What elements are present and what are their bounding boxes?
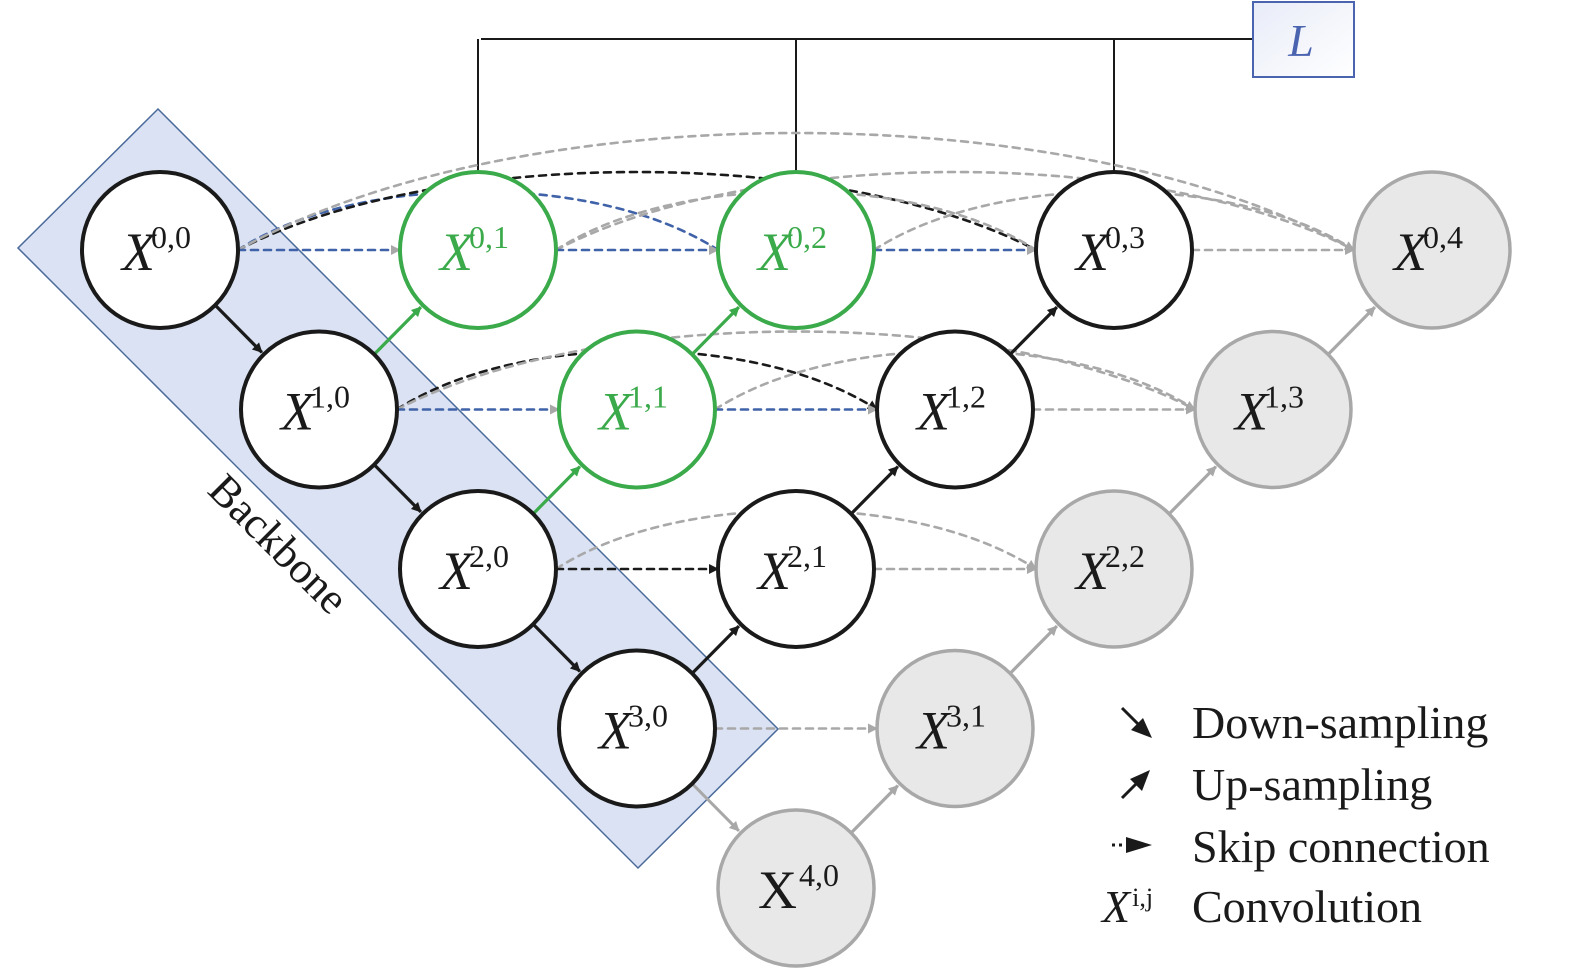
node-label: X0,2 <box>756 219 827 282</box>
node-circle <box>716 808 876 968</box>
legend-label-skip-connection: Skip connection <box>1192 821 1490 872</box>
node-x03: X0,3 <box>1034 170 1194 330</box>
skip-arrow-icon <box>1112 837 1152 853</box>
up-arrow-icon <box>1120 770 1150 800</box>
node-circle <box>1034 489 1194 649</box>
down-sampling-x30-x40 <box>691 782 740 832</box>
up-sampling-x11-x02 <box>691 306 740 356</box>
sampling-arrows <box>214 304 1376 834</box>
skip-connection-x10-x13 <box>395 330 1197 411</box>
node-circle <box>875 329 1035 490</box>
node-x04: X0,4 <box>1352 170 1512 330</box>
node-circle <box>80 170 240 330</box>
legend-item-skip-connection: Skip connection <box>1112 821 1490 872</box>
up-sampling-x10-x01 <box>373 306 422 356</box>
node-label: X0,3 <box>1074 219 1145 282</box>
node-circle <box>1352 170 1512 330</box>
up-sampling-x22-x13 <box>1168 465 1217 515</box>
loss-label: L <box>1287 15 1314 66</box>
node-x30: X3,0 <box>557 648 717 809</box>
node-label: X2,1 <box>756 538 827 601</box>
node-x01: X0,1 <box>398 170 558 330</box>
up-sampling-x31-x22 <box>1009 625 1058 675</box>
legend-item-convolution: Xi,j Convolution <box>1100 881 1422 932</box>
node-x11: X1,1 <box>557 329 717 490</box>
loss-group: L <box>477 1 1355 172</box>
legend-label-convolution: Convolution <box>1192 881 1422 932</box>
node-label: X2,0 <box>438 538 509 601</box>
node-x00: X0,0 <box>80 170 240 330</box>
node-circle <box>1034 170 1194 330</box>
up-sampling-x21-x12 <box>850 465 899 515</box>
node-label: X0,4 <box>1392 219 1463 282</box>
node-circle <box>716 170 876 330</box>
skip-connection-x01-x04 <box>554 170 1356 252</box>
node-circle <box>716 489 876 649</box>
node-label: X1,0 <box>279 379 350 442</box>
loss-box <box>1252 1 1355 78</box>
node-label: X0,1 <box>438 219 509 282</box>
legend: Down-sampling Up-sampling Skip connectio… <box>1100 697 1490 932</box>
legend-item-up-sampling: Up-sampling <box>1120 759 1432 810</box>
node-label: X3,0 <box>597 698 668 761</box>
node-label: X1,1 <box>597 379 668 442</box>
node-x20: X2,0 <box>398 489 558 649</box>
node-circle <box>557 329 717 490</box>
up-sampling-x13-x04 <box>1327 306 1376 356</box>
up-sampling-x12-x03 <box>1009 306 1058 356</box>
legend-item-down-sampling: Down-sampling <box>1120 697 1488 748</box>
node-label: X1,3 <box>1233 379 1304 442</box>
skip-connection-x00-x03 <box>236 170 1038 252</box>
skip-connection-x00-x04 <box>236 131 1356 252</box>
node-x10: X1,0 <box>239 329 399 490</box>
node-x12: X1,2 <box>875 329 1035 490</box>
down-sampling-x00-x10 <box>214 304 263 354</box>
legend-label-down-sampling: Down-sampling <box>1192 697 1488 748</box>
node-x22: X2,2 <box>1034 489 1194 649</box>
node-label: X0,0 <box>120 219 191 282</box>
node-x21: X2,1 <box>716 489 876 649</box>
node-label: X2,2 <box>1074 538 1145 601</box>
node-circle <box>398 489 558 649</box>
node-circle <box>398 170 558 330</box>
node-circle <box>1193 329 1353 490</box>
node-x13: X1,3 <box>1193 329 1353 490</box>
up-sampling-x20-x11 <box>532 465 581 515</box>
node-x31: X3,1 <box>875 648 1035 809</box>
conv-symbol-icon: Xi,j <box>1100 881 1153 932</box>
down-sampling-x10-x20 <box>373 463 422 513</box>
node-label: X4,0 <box>758 857 839 920</box>
node-circle <box>557 648 717 809</box>
down-sampling-x20-x30 <box>532 623 581 673</box>
up-sampling-x40-x31 <box>850 784 899 834</box>
down-arrow-icon <box>1120 706 1152 738</box>
legend-label-up-sampling: Up-sampling <box>1192 759 1432 810</box>
nodes: X0,0X1,0X2,0X3,0X4,0 X0,1X1,1X2,1X3,1 X0,2… <box>80 170 1512 968</box>
up-sampling-x30-x21 <box>691 625 740 675</box>
node-circle <box>875 648 1035 809</box>
node-x40: X4,0 <box>716 808 876 968</box>
node-circle <box>239 329 399 490</box>
node-x02: X0,2 <box>716 170 876 330</box>
node-label: X1,2 <box>915 379 986 442</box>
node-label: X3,1 <box>915 698 986 761</box>
